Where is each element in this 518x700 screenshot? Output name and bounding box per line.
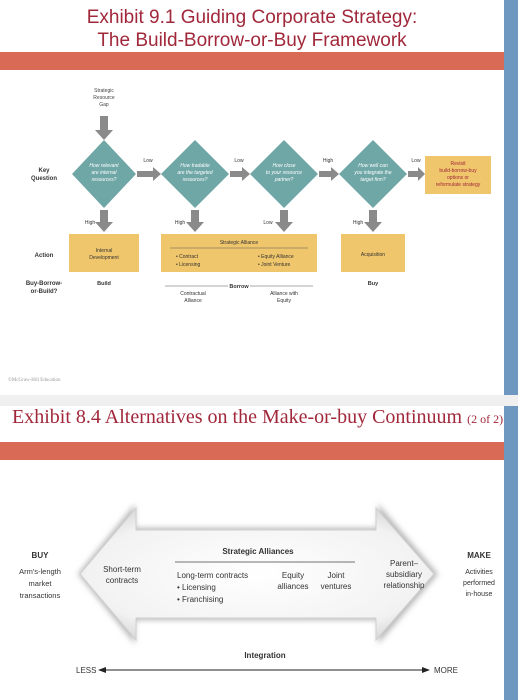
arrow-diamond4-to-revisit [408, 167, 425, 181]
buy-borrow-build-label: Buy-Borrow-or-Build? [26, 281, 62, 295]
edge-high-4: High [353, 220, 364, 226]
exhibit-8-4-title: Exhibit 8.4 Alternatives on the Make-or-… [12, 406, 503, 429]
joint-venture-item: • Joint Venture [258, 262, 291, 268]
borrow-label: Borrow [229, 284, 249, 290]
arrow-diamond2-to-diamond3 [230, 167, 250, 181]
diamond-integrate-target [339, 140, 407, 208]
edge-high-2: High [175, 220, 186, 226]
down-arrow-high-4 [364, 210, 382, 232]
integration-axis-arrow [98, 667, 430, 673]
copyright-text: ©McGraw-Hill Education [8, 378, 61, 383]
buy-label: Buy [368, 281, 379, 287]
acquisition-text: Acquisition [361, 252, 385, 258]
edge-low-4: Low [411, 158, 421, 164]
down-arrow-low-3 [275, 210, 293, 232]
licensing-item: • Licensing [176, 262, 200, 268]
arrow-diamond1-to-diamond2 [137, 167, 161, 181]
arrow-diamond3-to-diamond4 [319, 167, 339, 181]
title-band-2 [0, 442, 504, 460]
double-headed-arrow [79, 506, 435, 642]
diamond-resource-partner [250, 140, 318, 208]
strategic-alliance-box [161, 234, 317, 272]
exhibit-8-4-title-suffix: (2 of 2) [467, 412, 504, 426]
edge-high-3: High [323, 158, 334, 164]
diamond-tradable-resources [161, 140, 229, 208]
franchising-bullet: • Franchising [177, 595, 223, 604]
diamond-internal-resources [72, 140, 136, 208]
exhibit-9-1-title-line1: Exhibit 9.1 Guiding Corporate Strategy: [86, 7, 418, 28]
slide-separator [0, 395, 518, 406]
equity-alliance-item: • Equity Alliance [258, 254, 294, 260]
slide-side-bar [504, 0, 518, 395]
down-arrow-high-1 [95, 210, 113, 232]
revisit-box [425, 156, 491, 194]
less-label: LESS [76, 666, 96, 675]
exhibit-9-1-title-line2: The Build-Borrow-or-Buy Framework [97, 30, 407, 51]
more-label: MORE [434, 666, 458, 675]
strategic-alliance-text: Strategic Alliance [220, 240, 259, 246]
acquisition-box [341, 234, 405, 272]
integration-label: Integration [244, 651, 285, 660]
exhibit-8-4-title-text: Exhibit 8.4 Alternatives on the Make-or-… [12, 406, 463, 428]
slide2-side-bar [504, 406, 518, 700]
contract-item: • Contract [176, 254, 199, 260]
edge-low-3: Low [263, 220, 273, 226]
licensing-bullet: • Licensing [177, 583, 216, 592]
exhibit-9-1-slide: Exhibit 9.1 Guiding Corporate Strategy: … [0, 0, 518, 395]
title-band [0, 52, 504, 70]
build-label: Build [97, 281, 111, 287]
buy-heading: BUY [32, 551, 50, 560]
edge-low-2: Low [234, 158, 244, 164]
action-row-label: Action [35, 253, 54, 259]
edge-low-1: Low [143, 158, 153, 164]
internal-development-box [69, 234, 139, 272]
down-arrow-gap [95, 116, 113, 140]
edge-high-1: High [85, 220, 96, 226]
down-arrow-high-2 [186, 210, 204, 232]
long-term-contracts: Long-term contracts [177, 571, 248, 580]
strategic-alliances-heading: Strategic Alliances [222, 547, 294, 556]
make-heading: MAKE [467, 551, 491, 560]
